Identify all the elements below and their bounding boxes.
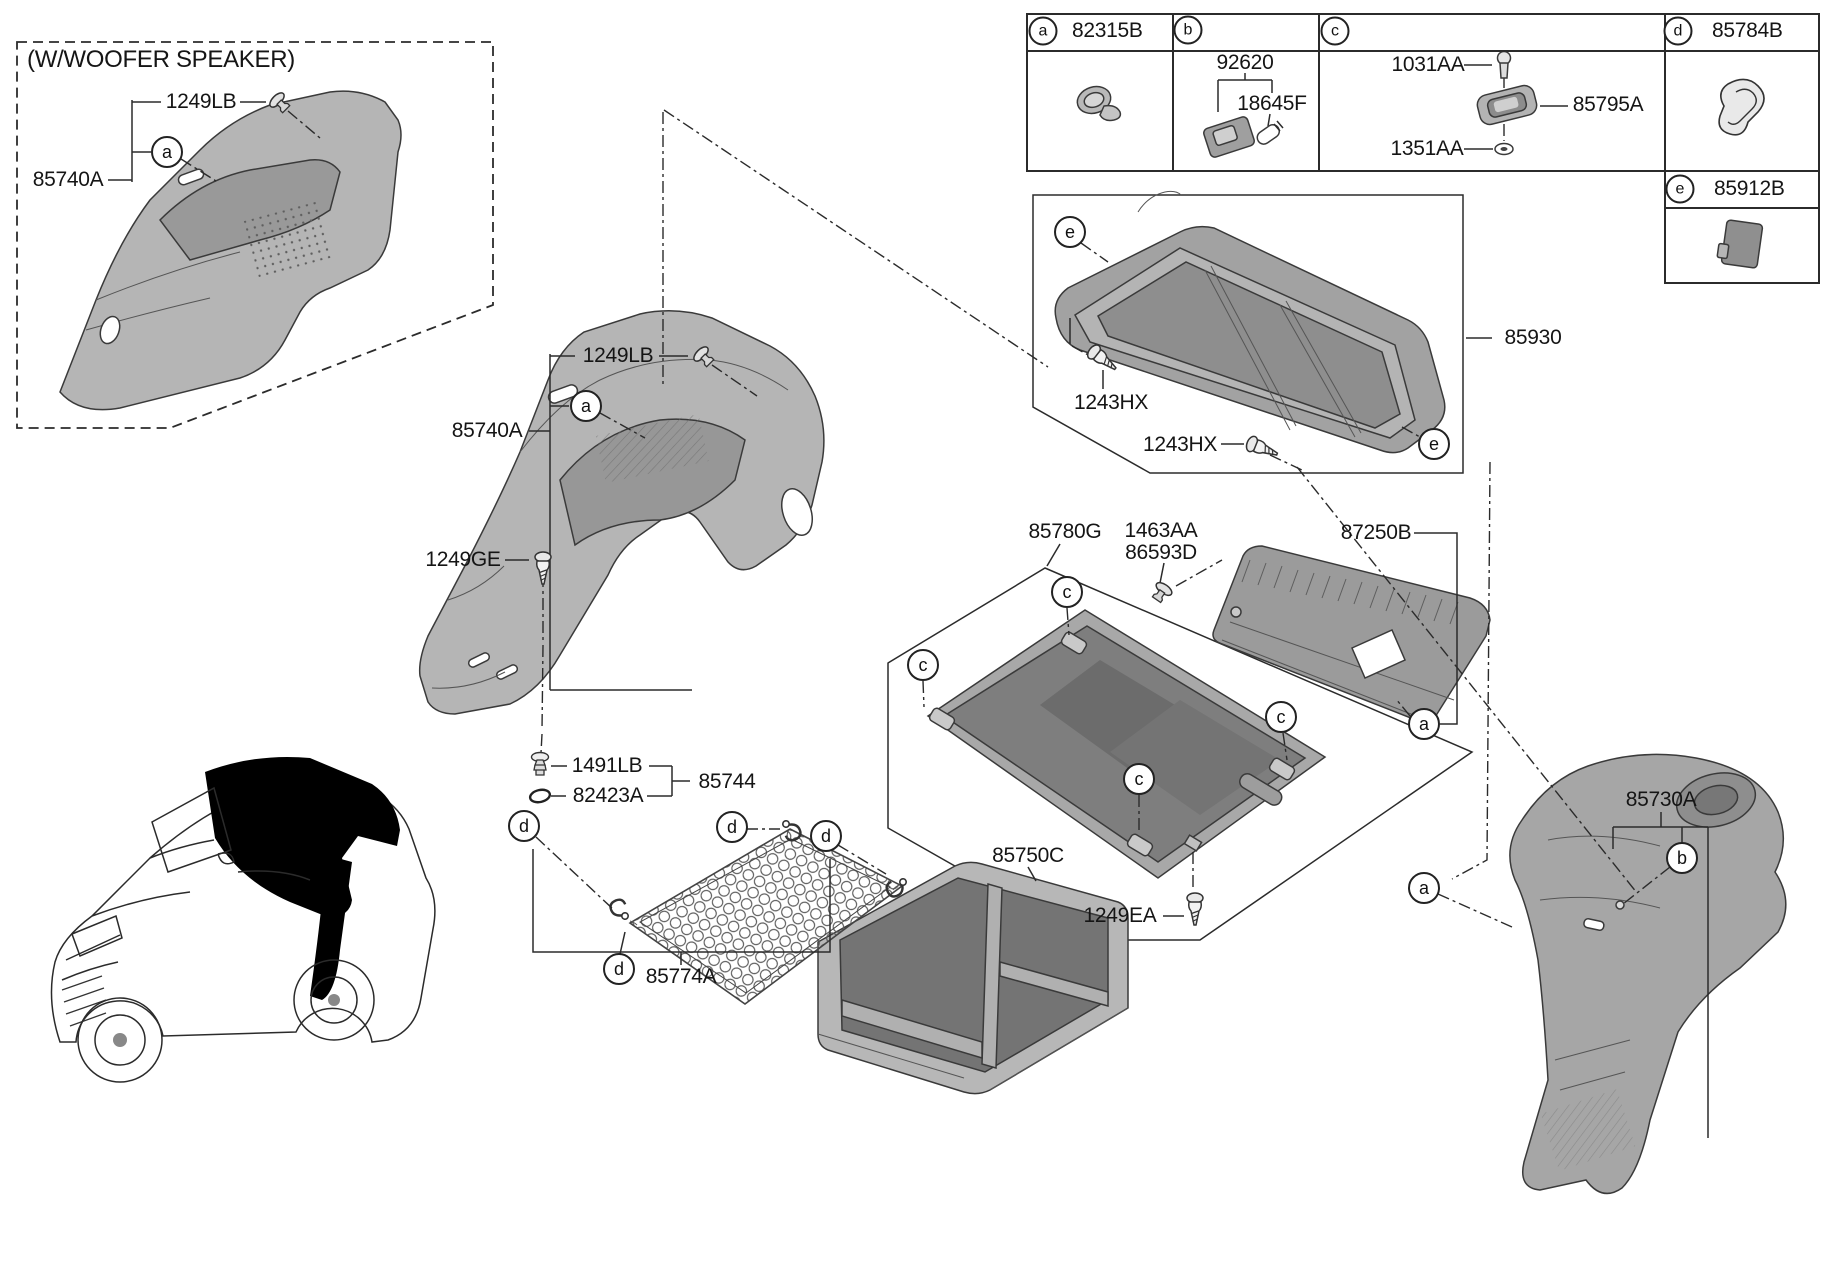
luggage-net-illustration xyxy=(606,815,912,1005)
label-1249lb: 1249LB xyxy=(582,344,654,367)
luggage-board-illustration xyxy=(926,609,1327,879)
callout-e-shelf-1: e xyxy=(1054,216,1086,248)
callout-c-board-left: c xyxy=(907,649,939,681)
label-1491lb: 1491LB xyxy=(571,754,643,777)
label-1249ge: 1249GE xyxy=(425,548,501,571)
legend-callout-e: e xyxy=(1665,174,1695,204)
quarter-trim-right-illustration xyxy=(1509,753,1787,1195)
woofer-variant-title: (W/WOOFER SPEAKER) xyxy=(27,46,295,73)
label-1249ea: 1249EA xyxy=(1083,904,1157,927)
label-85780g: 85780G xyxy=(1028,520,1102,543)
legend-part-1351aa: 1351AA xyxy=(1390,137,1464,160)
label-1243hx-2: 1243HX xyxy=(1142,433,1218,456)
parcel-shelf-illustration xyxy=(1054,190,1446,454)
projection-lines xyxy=(662,109,1638,894)
callout-c-board-bottom: c xyxy=(1123,763,1155,795)
callout-d-net-left: d xyxy=(508,810,540,842)
legend-callout-b: b xyxy=(1173,15,1203,45)
legend-part-92620: 92620 xyxy=(1216,51,1274,74)
callout-a-main: a xyxy=(570,390,602,422)
callout-d-net-right: d xyxy=(810,820,842,852)
hook-85784b-icon xyxy=(1718,78,1765,136)
legend-part-18645f: 18645F xyxy=(1237,92,1307,115)
callout-a-right-trim: a xyxy=(1408,872,1440,904)
nut-1351aa-icon xyxy=(1494,142,1514,156)
label-85774a: 85774A xyxy=(645,965,717,988)
label-85750c: 85750C xyxy=(992,844,1064,867)
legend-table-ext xyxy=(1664,170,1820,284)
label-85730a: 85730A xyxy=(1625,788,1697,811)
legend-callout-a: a xyxy=(1028,16,1058,46)
screw-1249ea-icon xyxy=(1186,892,1204,926)
luggage-tray-illustration xyxy=(817,861,1129,1095)
lamp-92620-icon xyxy=(1203,116,1255,158)
label-1249lb-woofer: 1249LB xyxy=(165,90,237,113)
callout-e-shelf-2: e xyxy=(1418,428,1450,460)
lamp-85795a-icon xyxy=(1476,84,1538,126)
label-86593d: 86593D xyxy=(1125,541,1197,564)
legend-part-1031aa: 1031AA xyxy=(1391,53,1465,76)
callout-d-net-bottom: d xyxy=(603,953,635,985)
shelf-box-outline xyxy=(1032,194,1464,474)
vehicle-illustration xyxy=(50,756,436,1083)
legend-part-85912b: 85912B xyxy=(1714,177,1785,200)
bulb-18645f-icon xyxy=(1256,120,1284,145)
callout-a-woofer: a xyxy=(151,136,183,168)
legend-part-85784b: 85784B xyxy=(1712,19,1783,42)
screw-1031aa-icon xyxy=(1496,50,1512,79)
callout-b-right-trim: b xyxy=(1666,842,1698,874)
quarter-trim-woofer-illustration xyxy=(59,90,402,411)
legend-callout-d: d xyxy=(1663,16,1693,46)
legend-part-82315b: 82315B xyxy=(1072,19,1143,42)
quarter-trim-main-illustration xyxy=(418,310,825,715)
label-85740a: 85740A xyxy=(451,419,523,442)
callout-a-transom: a xyxy=(1408,708,1440,740)
leader-lines xyxy=(108,64,1709,1138)
label-85740a-woofer: 85740A xyxy=(32,168,104,191)
label-82423a: 82423A xyxy=(572,784,644,807)
callout-c-board-right: c xyxy=(1265,701,1297,733)
clip-86593d-icon xyxy=(1148,579,1175,606)
woofer-variant-box xyxy=(16,41,494,429)
legend-part-85795a: 85795A xyxy=(1572,93,1644,116)
legend-table xyxy=(1026,13,1820,172)
clip-85912b-icon xyxy=(1716,219,1764,269)
label-1463aa: 1463AA xyxy=(1124,519,1198,542)
legend-icons xyxy=(1076,50,1765,269)
ring-82423a-icon xyxy=(528,788,552,804)
label-1243hx-1: 1243HX xyxy=(1073,391,1149,414)
transom-trim-illustration xyxy=(1212,545,1491,722)
fasteners xyxy=(266,89,1281,926)
legend-callout-c: c xyxy=(1320,16,1350,46)
callout-c-board-top: c xyxy=(1051,576,1083,608)
callout-d-net-top: d xyxy=(716,811,748,843)
clip-1491lb-icon xyxy=(530,751,550,776)
label-87250b: 87250B xyxy=(1340,521,1412,544)
label-85744: 85744 xyxy=(698,770,756,793)
label-85930: 85930 xyxy=(1504,326,1562,349)
clip-82315b-icon xyxy=(1076,85,1122,122)
